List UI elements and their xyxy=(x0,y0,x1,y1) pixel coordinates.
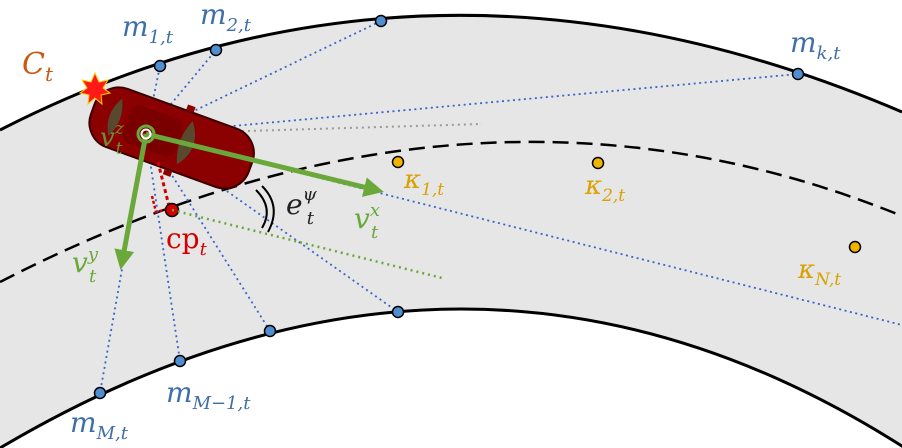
label-k2: κ2,t xyxy=(584,171,625,206)
marker-k1 xyxy=(391,155,405,169)
marker-top xyxy=(374,14,388,28)
car-rear-window xyxy=(107,98,123,137)
road-centerline xyxy=(0,140,902,284)
velocity-x-arrow xyxy=(145,131,384,197)
heading-error-arc-outer xyxy=(261,185,275,233)
marker-kN xyxy=(848,240,862,254)
road-surface xyxy=(0,15,902,448)
road-inner-edge xyxy=(0,307,902,448)
marker-mM1 xyxy=(173,354,187,368)
marker-bottom xyxy=(391,305,405,319)
cp-normal xyxy=(156,161,172,211)
label-k1: κ1,t xyxy=(403,165,444,200)
vehicle-center-inner xyxy=(140,128,152,140)
road-outer-edge xyxy=(0,13,902,132)
marker-m3 xyxy=(263,324,277,338)
marker-m2 xyxy=(209,43,223,57)
label-mM1: mM−1,t xyxy=(166,376,251,414)
label-mM: mM,t xyxy=(70,406,129,444)
marker-mk xyxy=(791,67,805,81)
reference-line xyxy=(171,208,443,280)
label-collision: Ct xyxy=(22,47,54,86)
heading-extension xyxy=(145,123,483,135)
heading-error-arc-inner xyxy=(255,189,268,229)
label-m2: m2,t xyxy=(200,0,252,36)
marker-k2 xyxy=(591,156,605,170)
ray-mk xyxy=(145,73,799,135)
label-cp: cpt xyxy=(166,222,208,260)
car-mirror-bottom xyxy=(162,168,173,177)
collision-burst-icon xyxy=(78,71,112,106)
marker-m1 xyxy=(153,59,167,73)
car-mirror-top xyxy=(186,104,196,113)
curvature-markers xyxy=(391,155,862,254)
label-mk: mk,t xyxy=(790,26,841,64)
ray-right xyxy=(145,133,902,326)
vehicle-center-marker xyxy=(136,124,156,144)
boundary-markers xyxy=(93,14,805,400)
velocity-y-arrow xyxy=(114,133,149,270)
label-m1: m1,t xyxy=(122,10,174,48)
marker-mM xyxy=(93,386,107,400)
label-kN: κN,t xyxy=(797,255,841,290)
